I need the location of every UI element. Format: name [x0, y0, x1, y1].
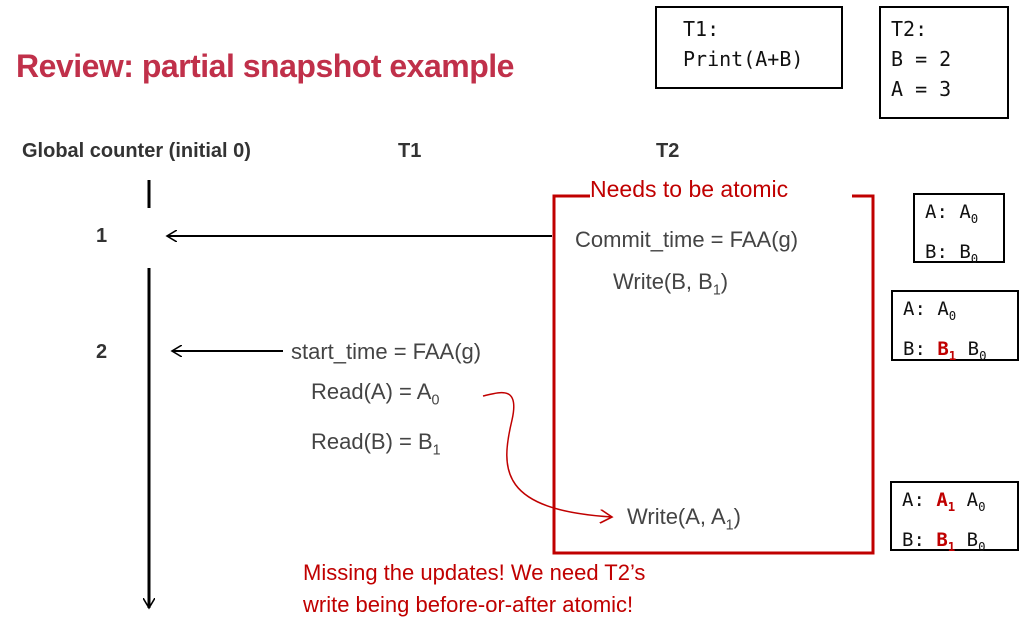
- code-line: T2:: [891, 17, 928, 41]
- interleave-arrow: [482, 391, 612, 517]
- t1-code-box: T1: Print(A+B): [655, 6, 843, 89]
- state-box-3: A: A1 A0 B: B1 B0: [890, 481, 1019, 554]
- missing-updates-note: Missing the updates! We need T2’s write …: [303, 557, 645, 621]
- start-op: start_time = FAA(g): [291, 339, 482, 364]
- counter-value-1: 1: [96, 225, 108, 247]
- global-counter-header: Global counter (initial 0): [22, 140, 251, 162]
- t2-code-box: T2: B = 2 A = 3: [879, 6, 1009, 119]
- t2-header: T2: [656, 140, 680, 162]
- read-b-op: Read(B) = B1: [311, 429, 441, 459]
- page-title: Review: partial snapshot example: [16, 48, 514, 84]
- state-b: B: B1 B0: [903, 337, 987, 363]
- counter-value-2: 2: [96, 341, 108, 363]
- note-line: write being before-or-after atomic!: [303, 592, 634, 617]
- state-box-1: A: A0 B: B0: [913, 193, 1005, 266]
- atomic-label: Needs to be atomic: [590, 176, 789, 202]
- commit-op: Commit_time = FAA(g): [575, 227, 799, 252]
- write-a-op: Write(A, A1): [627, 504, 741, 534]
- state-box-2: A: A0 B: B1 B0: [891, 290, 1019, 363]
- state-a: A: A0: [925, 201, 979, 226]
- note-line: Missing the updates! We need T2’s: [303, 560, 646, 585]
- code-line: A = 3: [891, 77, 952, 101]
- code-line: T1:: [683, 17, 720, 41]
- state-b: B: B1 B0: [902, 528, 986, 554]
- t1-header: T1: [398, 140, 422, 162]
- code-line: Print(A+B): [683, 47, 804, 71]
- code-line: B = 2: [891, 47, 952, 71]
- state-a: A: A0: [903, 298, 957, 323]
- read-a-op: Read(A) = A0: [311, 379, 440, 409]
- atomic-region-box: [552, 194, 875, 555]
- write-b-op: Write(B, B1): [613, 269, 729, 299]
- state-b: B: B0: [925, 240, 979, 266]
- state-a: A: A1 A0: [902, 489, 986, 514]
